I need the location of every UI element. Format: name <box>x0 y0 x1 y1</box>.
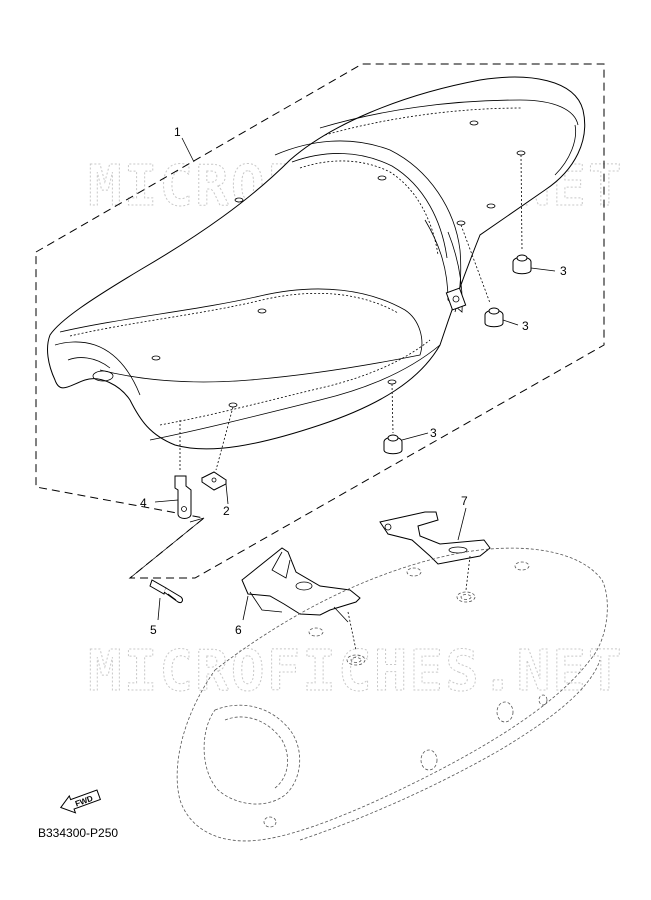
seat-assembly <box>47 76 586 450</box>
damper-right-front <box>460 224 504 328</box>
callout-1: 1 <box>174 125 181 139</box>
bolt <box>129 517 205 603</box>
callout-5: 5 <box>150 623 157 637</box>
diagram-code: B334300-P250 <box>38 826 119 840</box>
fwd-label: FWD <box>74 794 94 809</box>
rear-fender-reference <box>176 547 608 842</box>
callout-3-rear: 3 <box>560 264 567 278</box>
seat-bracket-front <box>241 547 361 651</box>
seat-outline <box>47 76 586 450</box>
damper-right-rear <box>512 154 532 275</box>
callout-3-front: 3 <box>522 319 529 333</box>
callout-6: 6 <box>235 623 242 637</box>
fwd-arrow-icon: FWD <box>59 789 102 814</box>
damper-bottom <box>383 383 403 455</box>
callout-7: 7 <box>461 494 468 508</box>
callout-3-bottom: 3 <box>430 426 437 440</box>
leader-lines <box>154 137 556 621</box>
seat-bracket-rear <box>379 511 491 591</box>
assembly-boundary <box>35 63 605 579</box>
seat-bracket <box>174 420 192 519</box>
nut-clip <box>201 406 234 491</box>
callout-4: 4 <box>140 496 147 510</box>
watermark-middle: MICROFICHES.NET <box>88 639 624 704</box>
callout-2: 2 <box>223 504 230 518</box>
